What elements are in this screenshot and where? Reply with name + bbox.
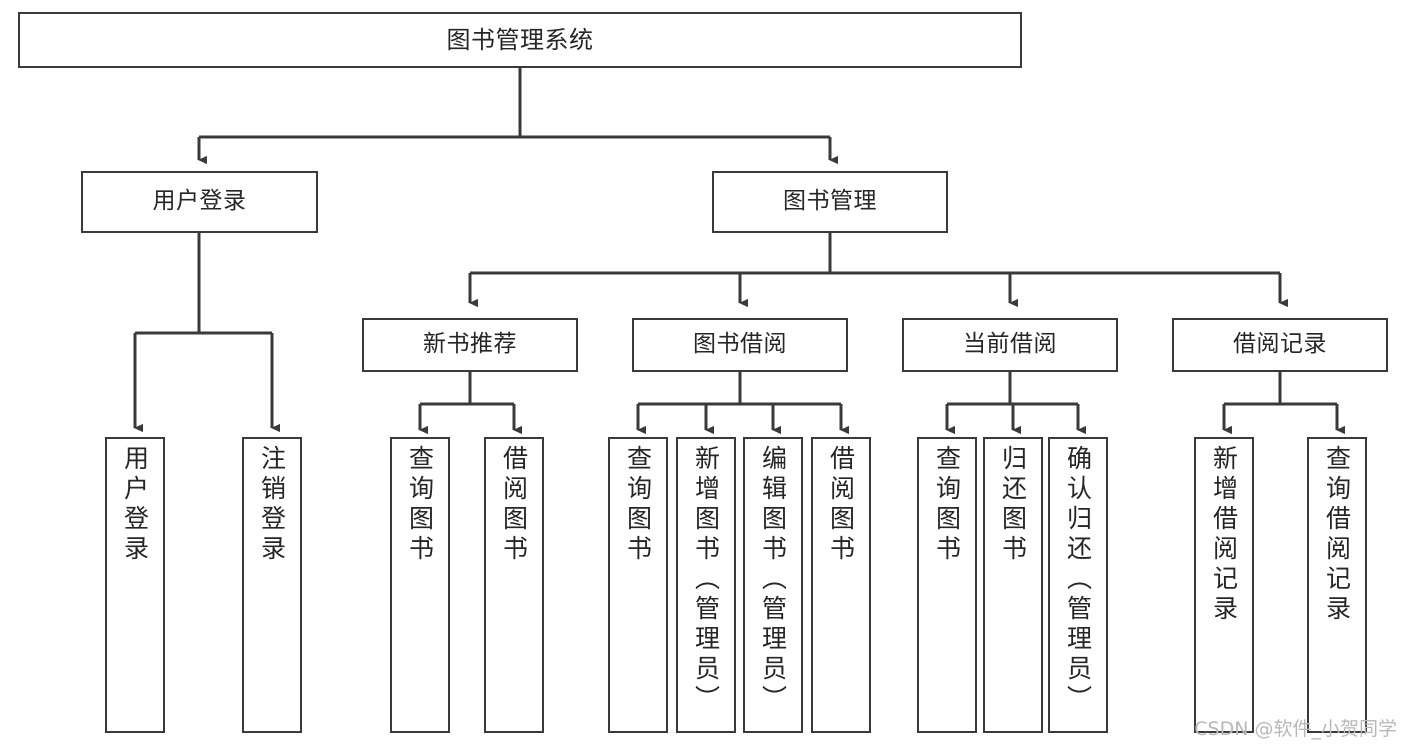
node-user-login[interactable]: 用户登录 [81, 171, 318, 233]
node-label: 查询图书 [405, 445, 435, 565]
node-book-management-system[interactable]: 图书管理系统 [18, 12, 1022, 68]
node-label: 借阅图书 [499, 445, 529, 565]
node-current-borrow[interactable]: 当前借阅 [902, 318, 1118, 372]
leaf-query-book-borrow[interactable]: 查询图书 [608, 437, 668, 733]
leaf-edit-book-admin[interactable]: 编辑图书（管理员） [743, 437, 803, 733]
node-book-borrow[interactable]: 图书借阅 [632, 318, 848, 372]
node-label: 当前借阅 [963, 331, 1057, 358]
node-label: 用户登录 [152, 188, 247, 215]
node-label: 编辑图书（管理员） [758, 445, 788, 715]
node-label: 确认归还（管理员） [1063, 445, 1093, 715]
leaf-borrow-book[interactable]: 借阅图书 [811, 437, 871, 733]
leaf-add-borrow-record[interactable]: 新增借阅记录 [1194, 437, 1254, 733]
node-label: 新增图书（管理员） [691, 445, 721, 715]
node-label: 新书推荐 [423, 331, 517, 358]
node-label: 用户登录 [120, 445, 150, 565]
node-label: 图书借阅 [693, 331, 787, 358]
node-label: 注销登录 [257, 445, 287, 565]
node-book-management[interactable]: 图书管理 [712, 171, 948, 233]
leaf-confirm-return-admin[interactable]: 确认归还（管理员） [1048, 437, 1108, 733]
node-label: 新增借阅记录 [1209, 445, 1239, 625]
leaf-user-login[interactable]: 用户登录 [105, 437, 165, 733]
leaf-borrow-book-recommend[interactable]: 借阅图书 [484, 437, 544, 733]
leaf-query-book-recommend[interactable]: 查询图书 [390, 437, 450, 733]
node-label: 图书管理系统 [446, 25, 594, 54]
leaf-user-logout[interactable]: 注销登录 [242, 437, 302, 733]
node-label: 查询借阅记录 [1322, 445, 1352, 625]
node-label: 查询图书 [623, 445, 653, 565]
leaf-query-book-current[interactable]: 查询图书 [917, 437, 977, 733]
node-label: 查询图书 [932, 445, 962, 565]
leaf-query-borrow-record[interactable]: 查询借阅记录 [1307, 437, 1367, 733]
node-label: 借阅记录 [1233, 331, 1327, 358]
node-label: 图书管理 [783, 188, 877, 215]
leaf-return-book[interactable]: 归还图书 [983, 437, 1043, 733]
node-new-book-recommend[interactable]: 新书推荐 [362, 318, 578, 372]
node-label: 借阅图书 [826, 445, 856, 565]
leaf-add-book-admin[interactable]: 新增图书（管理员） [676, 437, 736, 733]
node-label: 归还图书 [998, 445, 1028, 565]
node-borrow-record[interactable]: 借阅记录 [1172, 318, 1388, 372]
